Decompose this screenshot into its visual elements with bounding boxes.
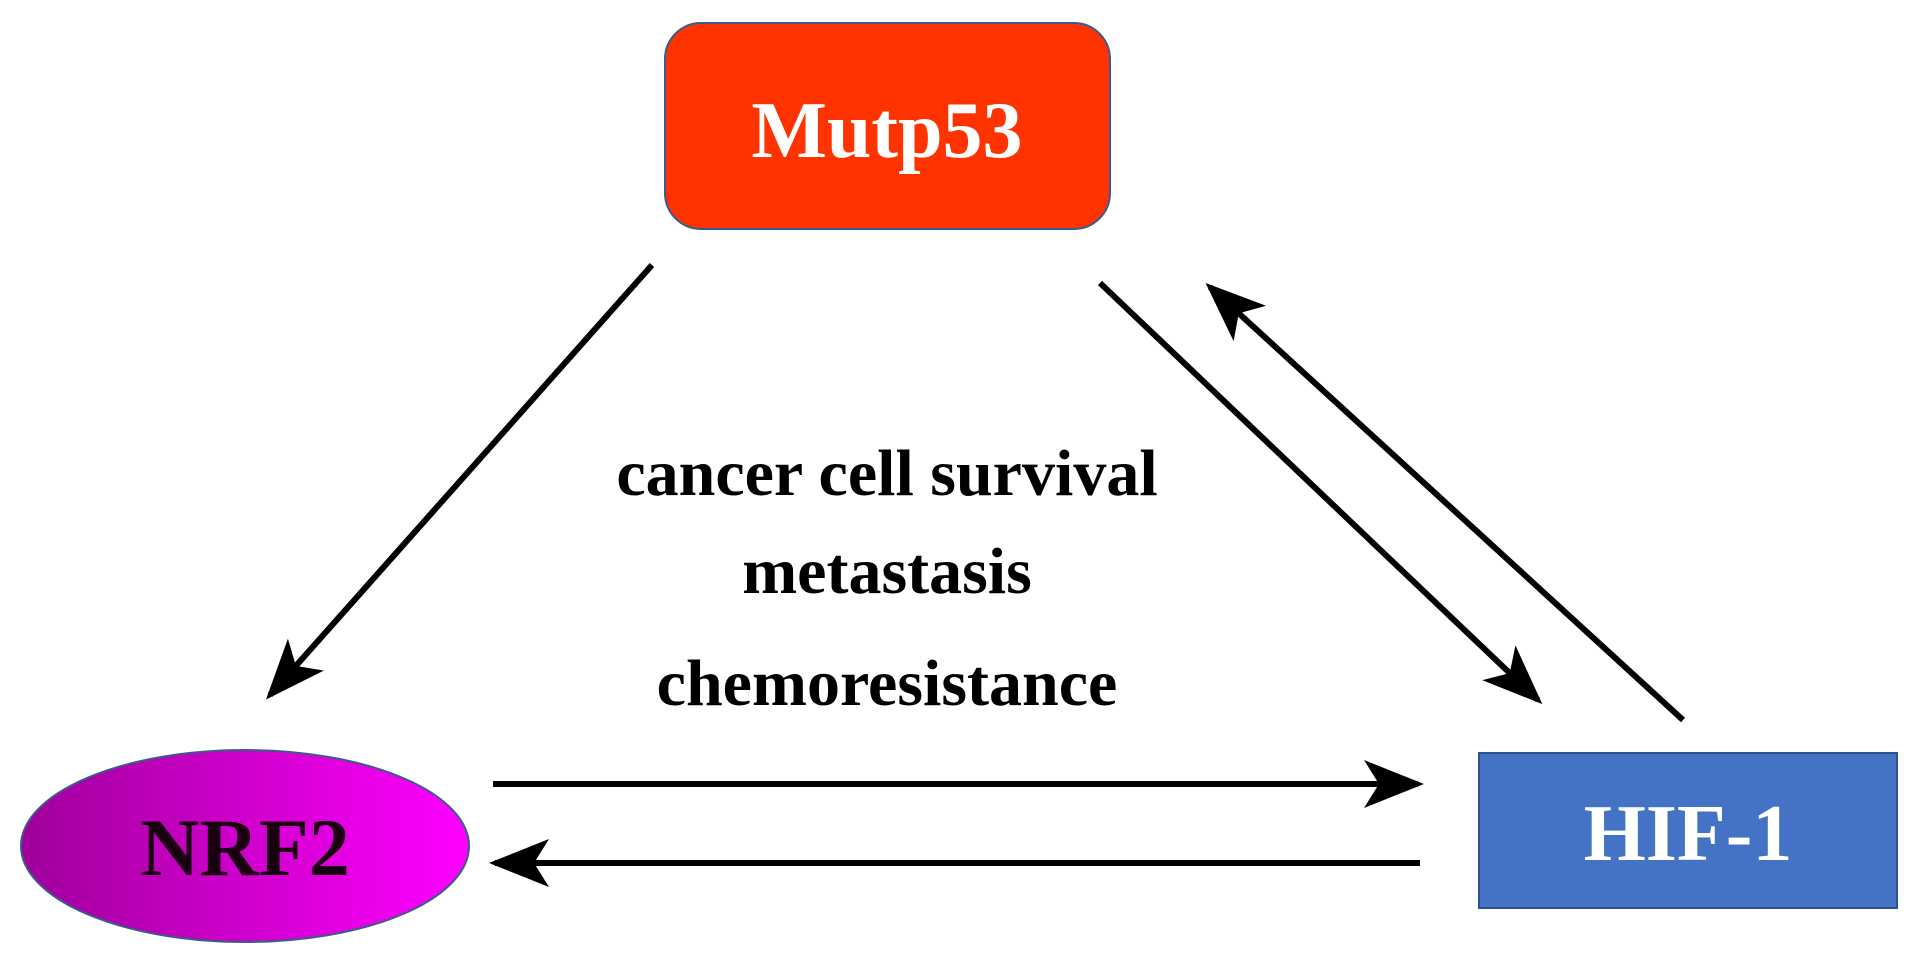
arrow-mutp53-to-nrf2 xyxy=(266,263,655,700)
hif1-node: HIF-1 xyxy=(1478,752,1898,909)
outcome-chemoresistance: chemoresistance xyxy=(657,647,1118,720)
mutp53-label: Mutp53 xyxy=(751,87,1022,175)
mutp53-node: Mutp53 xyxy=(664,22,1111,230)
outcomes-text: cancer cell survival metastasis chemores… xyxy=(616,437,1157,720)
arrows xyxy=(266,263,1686,887)
hif1-label: HIF-1 xyxy=(1584,790,1793,878)
mutp53-box xyxy=(664,22,1111,230)
hif1-box xyxy=(1478,752,1898,909)
arrow-mutp53-to-hif1 xyxy=(1097,280,1543,705)
arrow-hif1-to-mutp53 xyxy=(1205,282,1686,723)
nrf2-ellipse xyxy=(20,749,470,943)
nrf2-node: NRF2 xyxy=(20,749,470,943)
outcome-metastasis: metastasis xyxy=(742,535,1032,608)
outcome-cancer-cell-survival: cancer cell survival xyxy=(616,437,1157,510)
nrf2-label: NRF2 xyxy=(140,802,350,893)
